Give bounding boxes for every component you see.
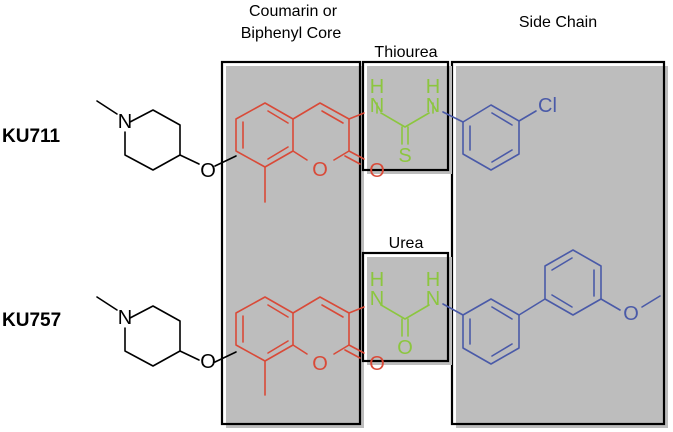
thiourea-region-box bbox=[361, 60, 452, 174]
side-chain-region-box bbox=[450, 60, 668, 428]
lactone-oxygen: O bbox=[312, 159, 328, 181]
ether-oxygen: O bbox=[200, 160, 216, 182]
piperidine-group: N O bbox=[96, 296, 237, 373]
urea-header: Urea bbox=[389, 235, 424, 252]
nh-left-n: N bbox=[370, 288, 384, 310]
core-header-line-2: Biphenyl Core bbox=[241, 25, 342, 42]
compound-ku757: KU757 N O O O bbox=[2, 249, 661, 396]
nh-right-h: H bbox=[426, 269, 440, 291]
piperidine-group: N O bbox=[96, 100, 237, 182]
urea-linker: N H N H O bbox=[370, 269, 440, 359]
nh-left-n: N bbox=[370, 95, 384, 117]
piperidine-nitrogen: N bbox=[118, 307, 132, 329]
ether-oxygen: O bbox=[200, 351, 216, 373]
piperidine-nitrogen: N bbox=[118, 111, 132, 133]
chloro-substituent: Cl bbox=[538, 95, 557, 117]
nh-left-h: H bbox=[370, 76, 384, 98]
core-region-box bbox=[220, 60, 364, 428]
side-chain-header: Side Chain bbox=[519, 14, 597, 31]
compound-ku711: KU711 N O O O bbox=[2, 76, 557, 203]
nh-right-n: N bbox=[426, 95, 440, 117]
chlorophenyl-side-chain: Cl bbox=[442, 95, 557, 171]
coumarin-core: O O bbox=[235, 296, 385, 396]
coumarin-core: O O bbox=[235, 102, 385, 203]
carbonyl-oxygen: O bbox=[397, 337, 413, 359]
nh-right-n: N bbox=[426, 288, 440, 310]
thiourea-header: Thiourea bbox=[374, 44, 437, 61]
carbonyl-oxygen: O bbox=[369, 160, 385, 182]
nh-left-h: H bbox=[370, 269, 384, 291]
carbonyl-oxygen: O bbox=[369, 353, 385, 375]
methoxybiphenyl-side-chain: O bbox=[442, 249, 661, 365]
lactone-oxygen: O bbox=[312, 353, 328, 375]
nh-right-h: H bbox=[426, 76, 440, 98]
compound-label: KU711 bbox=[2, 126, 61, 147]
thiourea-linker: N H N H S bbox=[370, 76, 440, 167]
thiocarbonyl-sulfur: S bbox=[398, 145, 411, 167]
core-header-line-1: Coumarin or bbox=[249, 3, 338, 20]
methoxy-oxygen: O bbox=[623, 303, 639, 325]
compound-label: KU757 bbox=[2, 310, 61, 331]
